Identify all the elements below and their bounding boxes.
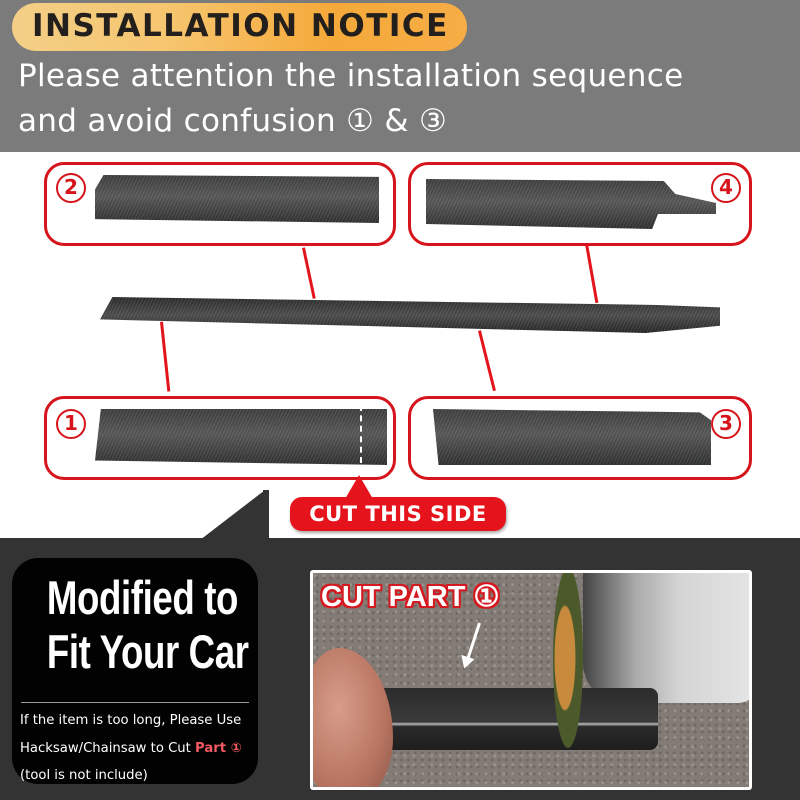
cut-line-marker bbox=[360, 405, 362, 463]
modify-title-line-1: Modified to bbox=[46, 571, 239, 624]
part-box-1: 1 bbox=[44, 396, 396, 480]
header-band: INSTALLATION NOTICE Please attention the… bbox=[0, 0, 800, 152]
installation-notice-badge: INSTALLATION NOTICE bbox=[12, 3, 467, 51]
cut-this-side-callout: CUT THIS SIDE bbox=[290, 497, 506, 531]
subtitle-line-1: Please attention the installation sequen… bbox=[18, 58, 684, 94]
lower-band-pointer bbox=[200, 490, 265, 540]
part-number-badge: 3 bbox=[711, 409, 741, 439]
part-number-badge: 4 bbox=[711, 173, 741, 203]
modify-text-line-1: If the item is too long, Please Use bbox=[20, 713, 242, 728]
cutting-photo-scene: CUT PART ① bbox=[313, 573, 749, 787]
modify-text-line-3: (tool is not include) bbox=[20, 768, 148, 783]
modify-info-card: Modified to Fit Your Car If the item is … bbox=[12, 558, 258, 784]
carbon-part-4-image bbox=[426, 179, 716, 229]
part-box-3: 3 bbox=[408, 396, 752, 480]
angle-grinder-image bbox=[583, 573, 749, 703]
modify-title-line-2: Fit Your Car bbox=[46, 625, 249, 678]
skirt-rail-image bbox=[353, 688, 658, 750]
subtitle-line-2: and avoid confusion ① & ③ bbox=[18, 103, 448, 139]
badge-label: INSTALLATION NOTICE bbox=[32, 8, 449, 44]
carbon-part-3-image bbox=[433, 409, 711, 465]
part-1-highlight: Part ① bbox=[195, 741, 242, 756]
carbon-part-1-image bbox=[95, 409, 387, 465]
modify-text-line-2-prefix: Hacksaw/Chainsaw to Cut bbox=[20, 741, 196, 756]
cutting-photo: CUT PART ① bbox=[310, 570, 752, 790]
lower-band-pointer-edge bbox=[263, 490, 269, 540]
cut-part-label: CUT PART ① bbox=[321, 581, 500, 613]
part-box-4: 4 bbox=[408, 162, 752, 246]
cutting-disc-image bbox=[553, 573, 583, 748]
modify-text-line-2: Hacksaw/Chainsaw to Cut Part ① bbox=[20, 741, 242, 756]
part-number-badge: 2 bbox=[56, 173, 86, 203]
part-number-badge: 1 bbox=[56, 409, 86, 439]
down-arrow-icon bbox=[465, 622, 481, 664]
divider bbox=[21, 702, 249, 703]
cut-callout-pointer bbox=[345, 475, 373, 499]
hand-image bbox=[313, 648, 393, 787]
carbon-part-2-image bbox=[95, 175, 379, 223]
part-box-2: 2 bbox=[44, 162, 396, 246]
